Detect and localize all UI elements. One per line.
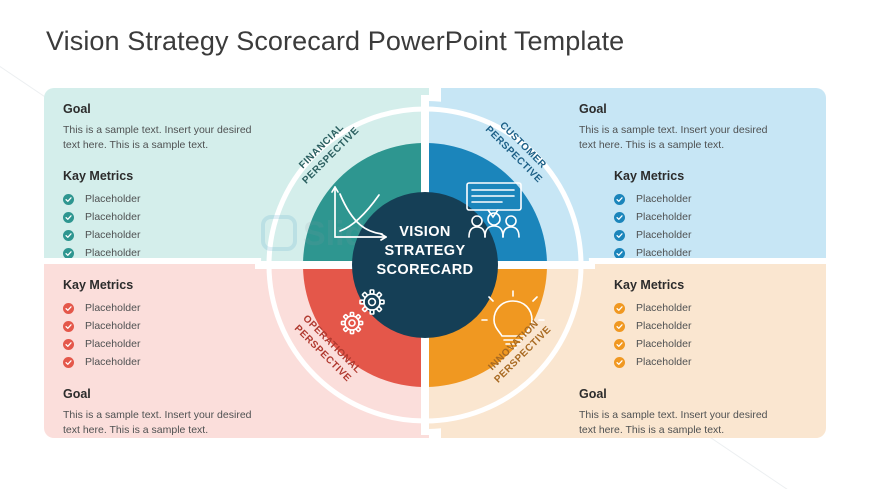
panel-financial-content: Goal This is a sample text. Insert your … xyxy=(63,88,298,258)
list-item[interactable]: Placeholder xyxy=(614,208,814,226)
audience-feedback-icon xyxy=(466,182,522,238)
list-item-label: Placeholder xyxy=(85,193,141,206)
list-item[interactable]: Placeholder xyxy=(614,353,814,371)
list-item[interactable]: Placeholder xyxy=(63,335,298,353)
panel-customer-content: Goal This is a sample text. Insert your … xyxy=(579,88,814,258)
list-item[interactable]: Placeholder xyxy=(614,190,814,208)
innovation-goal-text: This is a sample text. Insert your desir… xyxy=(579,409,768,437)
check-circle-icon xyxy=(614,302,625,314)
financial-goal-text: This is a sample text. Insert your desir… xyxy=(63,124,252,152)
customer-metrics-list: Placeholder Placeholder Placeholder Plac… xyxy=(614,190,814,258)
list-item[interactable]: Placeholder xyxy=(63,226,298,244)
check-circle-icon xyxy=(614,211,625,223)
check-circle-icon xyxy=(63,247,74,258)
panel-innovation-content: Kay Metrics Placeholder Placeholder Plac… xyxy=(579,264,814,438)
list-item[interactable]: Placeholder xyxy=(63,317,298,335)
list-item[interactable]: Placeholder xyxy=(63,244,298,258)
vision-strategy-wheel: SlideModel xyxy=(255,95,595,435)
list-item-label: Placeholder xyxy=(636,302,692,314)
innovation-metrics-list: Placeholder Placeholder Placeholder Plac… xyxy=(614,299,814,371)
list-item[interactable]: Placeholder xyxy=(63,353,298,371)
customer-goal-text: This is a sample text. Insert your desir… xyxy=(579,124,768,152)
list-item-label: Placeholder xyxy=(85,247,141,258)
list-item-label: Placeholder xyxy=(636,229,692,242)
check-circle-icon xyxy=(63,193,74,205)
list-item-label: Placeholder xyxy=(636,356,692,368)
list-item-label: Placeholder xyxy=(636,320,692,332)
list-item[interactable]: Placeholder xyxy=(614,244,814,258)
check-circle-icon xyxy=(63,211,74,223)
list-item-label: Placeholder xyxy=(636,193,692,206)
check-circle-icon xyxy=(63,229,74,241)
check-circle-icon xyxy=(63,338,74,350)
list-item[interactable]: Placeholder xyxy=(63,208,298,226)
list-item-label: Placeholder xyxy=(85,356,141,368)
check-circle-icon xyxy=(63,302,74,314)
page-title: Vision Strategy Scorecard PowerPoint Tem… xyxy=(46,26,625,56)
check-circle-icon xyxy=(614,356,625,368)
list-item-label: Placeholder xyxy=(636,247,692,258)
list-item-label: Placeholder xyxy=(636,211,692,224)
list-item-label: Placeholder xyxy=(85,302,141,314)
operational-metrics-list: Placeholder Placeholder Placeholder Plac… xyxy=(63,299,298,371)
list-item-label: Placeholder xyxy=(85,229,141,242)
operational-goal-text: This is a sample text. Insert your desir… xyxy=(63,409,252,437)
list-item-label: Placeholder xyxy=(85,211,141,224)
lightbulb-icon xyxy=(481,290,545,349)
customer-metrics-title: Kay Metrics xyxy=(614,169,685,184)
check-circle-icon xyxy=(614,193,625,205)
financial-metrics-list: Placeholder Placeholder Placeholder Plac… xyxy=(63,190,298,258)
check-circle-icon xyxy=(614,320,625,332)
list-item-label: Placeholder xyxy=(85,320,141,332)
list-item[interactable]: Placeholder xyxy=(614,226,814,244)
operational-metrics-title: Kay Metrics xyxy=(63,278,134,292)
financial-goal-title: Goal xyxy=(63,102,91,116)
check-circle-icon xyxy=(614,247,625,258)
list-item-label: Placeholder xyxy=(85,338,141,350)
list-item[interactable]: Placeholder xyxy=(614,317,814,335)
operational-goal-title: Goal xyxy=(63,387,91,401)
check-circle-icon xyxy=(63,320,74,332)
list-item[interactable]: Placeholder xyxy=(614,335,814,353)
check-circle-icon xyxy=(614,229,625,241)
list-item[interactable]: Placeholder xyxy=(63,190,298,208)
decorative-line xyxy=(699,430,870,489)
panel-innovation[interactable]: Kay Metrics Placeholder Placeholder Plac… xyxy=(441,264,826,438)
gears-icon xyxy=(340,289,385,335)
financial-metrics-title: Kay Metrics xyxy=(63,169,134,184)
innovation-goal-title: Goal xyxy=(579,387,607,401)
panel-operational-content: Kay Metrics Placeholder Placeholder Plac… xyxy=(63,264,298,438)
center-circle xyxy=(352,192,498,338)
list-item[interactable]: Placeholder xyxy=(63,299,298,317)
customer-goal-title: Goal xyxy=(579,102,607,116)
check-circle-icon xyxy=(63,356,74,368)
line-chart-icon xyxy=(331,186,387,241)
list-item-label: Placeholder xyxy=(636,338,692,350)
innovation-metrics-title: Kay Metrics xyxy=(614,278,685,292)
check-circle-icon xyxy=(614,338,625,350)
list-item[interactable]: Placeholder xyxy=(614,299,814,317)
